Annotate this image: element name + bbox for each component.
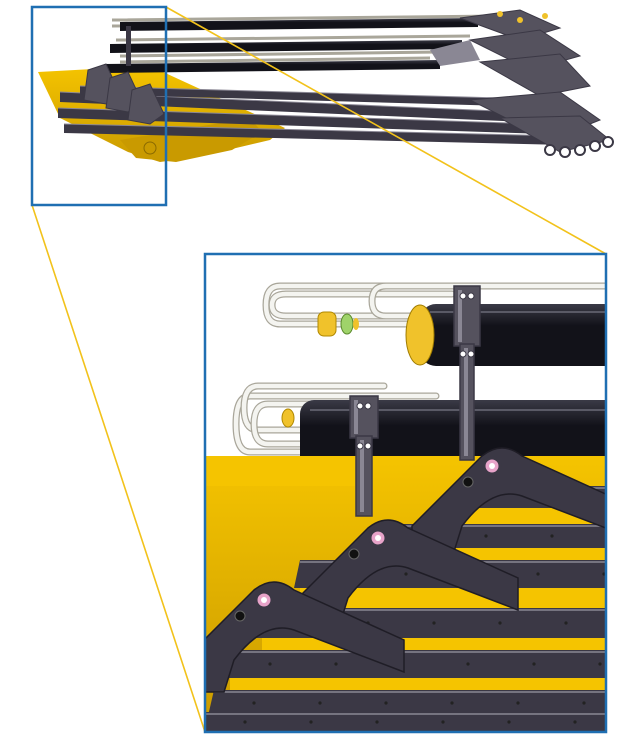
pivot-pin-center [261, 597, 267, 603]
mounting-bracket [453, 285, 481, 347]
arm-rivet [582, 701, 586, 705]
telescopic-arm [80, 86, 506, 106]
hose-loop [251, 401, 377, 447]
tail-fitting [497, 11, 503, 17]
telescopic-arm [64, 124, 566, 145]
bracket-bolt [356, 442, 364, 450]
hose-line [119, 50, 441, 64]
hose-loop [269, 291, 455, 319]
pivot-pin-center [375, 535, 381, 541]
nozzle-body [317, 311, 337, 337]
arm-rivet [404, 572, 408, 576]
yellow-gap [300, 588, 606, 608]
telescopic-arm [205, 712, 606, 732]
tail-pin [589, 140, 601, 152]
tail-plate-light [430, 40, 480, 66]
tail-pin [602, 136, 614, 148]
pivot-pin-center [489, 463, 495, 469]
bracket-highlight [354, 400, 358, 434]
arm-bolt [462, 476, 474, 488]
linkage-arm [205, 581, 405, 693]
yellow-boom-top [205, 456, 355, 486]
arm-rivet [318, 701, 322, 705]
arm-rivet [450, 701, 454, 705]
arm-bolt [234, 610, 246, 622]
arm-rivet [598, 662, 602, 666]
telescopic-arm [60, 92, 526, 122]
bracket-bolt [364, 442, 372, 450]
arm-rivet [573, 720, 577, 724]
tail-pin [559, 146, 571, 158]
arm-rivet [441, 720, 445, 724]
arm-rivet [432, 621, 436, 625]
arm-rivet [243, 720, 247, 724]
bracket-bolt [459, 292, 467, 300]
arm-rivet [498, 621, 502, 625]
linkage-plate [127, 83, 165, 125]
arm-rivet [375, 720, 379, 724]
tail-pin [544, 144, 556, 156]
boom-assembly-detail [205, 254, 619, 732]
tail-fitting [517, 17, 523, 23]
bracket-bolt [467, 292, 475, 300]
detail-view-frame [203, 252, 608, 734]
tail-fitting [542, 13, 548, 19]
linkage-arm [297, 519, 519, 631]
hydraulic-cylinder [120, 18, 478, 31]
arm-rivet [484, 534, 488, 538]
arm-rivet [309, 720, 313, 724]
hose-loop [263, 283, 469, 327]
arm-rivet [564, 621, 568, 625]
arm-rivet [516, 701, 520, 705]
bracket-highlight [464, 348, 468, 456]
boom-assembly-overview [38, 9, 614, 162]
yellow-gap [262, 638, 606, 650]
bracket-highlight [360, 440, 364, 512]
hydraulic-cylinder [110, 40, 462, 53]
bracket-bolt [467, 350, 475, 358]
cylinder-end-cap [405, 304, 435, 366]
yellow-gap [230, 678, 606, 690]
hose-loop [369, 283, 606, 319]
boom-mount-hole [143, 141, 157, 155]
telescopic-arm [58, 108, 546, 134]
nozzle-small [281, 408, 295, 428]
callout-line-bottom [31, 204, 206, 733]
telescopic-arm [224, 650, 606, 678]
zoom-region-frame [30, 5, 168, 207]
arm-rivet [466, 662, 470, 666]
bracket-bolt [459, 350, 467, 358]
linkage-arm [411, 447, 606, 559]
tail-bracket [478, 53, 591, 97]
arm-bolt [348, 548, 360, 560]
nozzle-tip [353, 318, 359, 330]
callout-line-top [165, 6, 607, 255]
arm-rivet [507, 720, 511, 724]
arm-rivet [536, 572, 540, 576]
arm-rivet [334, 662, 338, 666]
tail-pin [574, 144, 586, 156]
hydraulic-cylinder-upper [420, 304, 606, 366]
bracket-highlight [458, 290, 462, 342]
arm-rivet [252, 701, 256, 705]
telescopic-arm [208, 690, 606, 716]
arm-rivet [268, 662, 272, 666]
bracket-bolt [364, 402, 372, 410]
bracket-bolt [356, 402, 364, 410]
arm-rivet [532, 662, 536, 666]
magnifier-callout [30, 5, 608, 734]
arm-rivet [616, 534, 619, 537]
nozzle-ring [340, 313, 354, 335]
arm-rivet [384, 701, 388, 705]
arm-highlight [63, 123, 561, 137]
upright-bracket [126, 26, 131, 66]
arm-rivet [550, 534, 554, 538]
